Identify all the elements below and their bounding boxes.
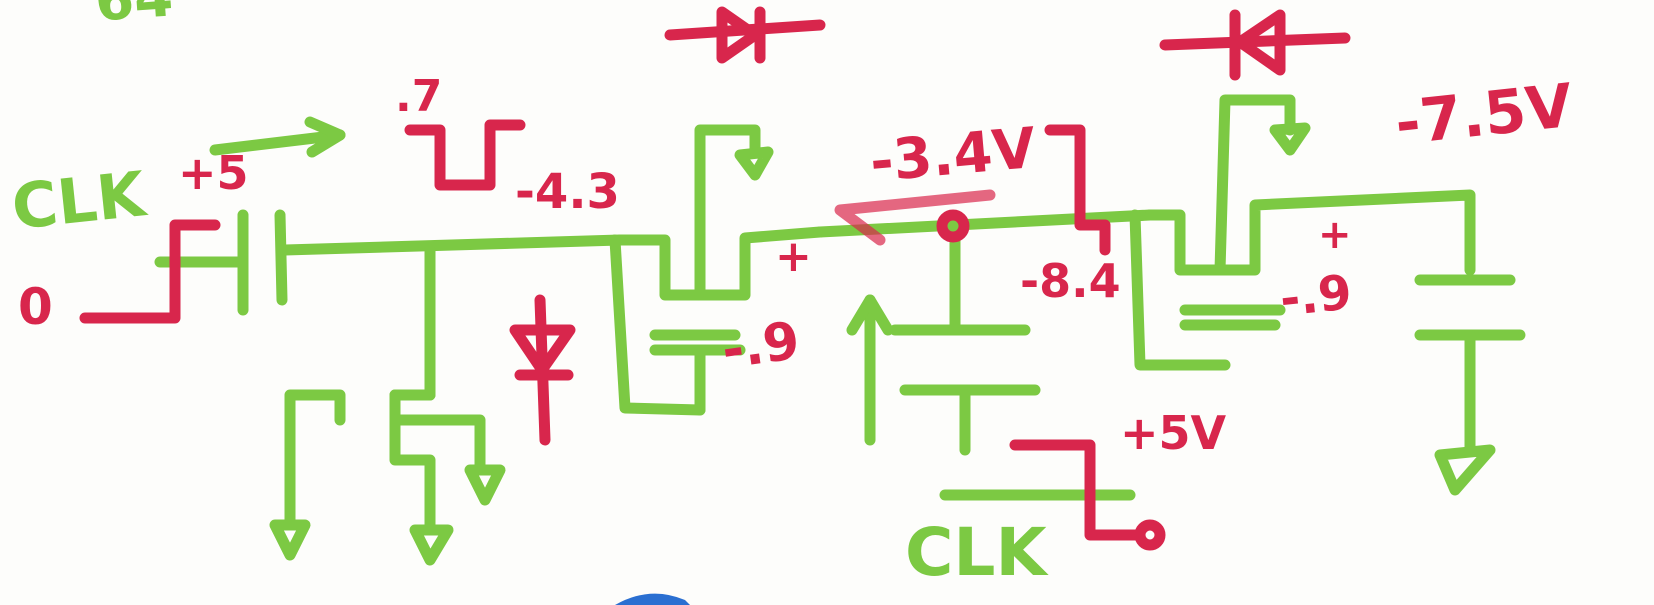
output-ground-arrow — [1434, 444, 1496, 496]
clk-left-high-label: +5 — [178, 146, 249, 200]
clk-arrow-head — [304, 116, 346, 158]
red-annotations — [79, 6, 1351, 551]
blue-ink-fragment — [615, 593, 690, 605]
charge-arrow-head — [846, 294, 894, 336]
top-fragment-label: 64 — [93, 0, 175, 35]
bottom-clock-terminal — [1134, 519, 1166, 551]
pulse-top-label: .7 — [395, 71, 443, 122]
left-ground-arrow-3 — [464, 464, 506, 506]
pulse-bottom-label: -4.3 — [515, 164, 620, 220]
cap1-plus-label: + — [775, 231, 812, 282]
bottom-clock-waveform — [1009, 439, 1146, 541]
node-waveform — [1044, 124, 1111, 256]
top-diode-body — [716, 6, 761, 64]
stage1-capacitor-frame — [609, 234, 706, 416]
stage2-switch-box — [1144, 189, 1476, 276]
node-low-label: -8.4 — [1020, 254, 1121, 308]
left-branch-outer — [284, 389, 346, 531]
stage1-switch-gate — [694, 124, 761, 301]
main-rail-2 — [814, 209, 1156, 238]
cap2-value-label: -.9 — [1277, 264, 1355, 328]
left-diode-body — [509, 324, 576, 376]
green-wiring — [154, 94, 1526, 566]
stage2-switch-gate — [1214, 94, 1296, 276]
node-voltage-label: -3.4V — [867, 115, 1039, 196]
stage2-gate-arrow — [1269, 122, 1311, 156]
left-ground-arrow-1 — [409, 524, 454, 566]
right-diode-body — [1234, 9, 1286, 76]
transfer-arrow — [834, 189, 996, 246]
clk-left-label: CLK — [8, 157, 149, 244]
top-pulse-waveform — [404, 119, 526, 191]
stage2-capacitor-frame — [1129, 209, 1231, 371]
cap1-value-label: -.9 — [718, 310, 804, 382]
left-branch-inner — [389, 389, 436, 536]
output-voltage-label: -7.5V — [1391, 70, 1576, 160]
input-capacitor-plate-right — [274, 209, 288, 306]
clk-bottom-high-label: +5V — [1120, 406, 1227, 460]
main-rail-1 — [279, 234, 626, 256]
cap2-plus-label: + — [1318, 212, 1352, 258]
right-diode-lead — [1159, 32, 1351, 51]
input-clock-waveform — [79, 219, 221, 324]
summing-node-dot — [936, 209, 970, 243]
clk-bottom-label: CLK — [905, 514, 1047, 591]
clk-left-low-label: 0 — [18, 278, 53, 336]
clk-arrow — [209, 129, 346, 156]
stage1-gate-arrow — [734, 146, 774, 181]
left-ground-arrow-2 — [269, 519, 311, 561]
